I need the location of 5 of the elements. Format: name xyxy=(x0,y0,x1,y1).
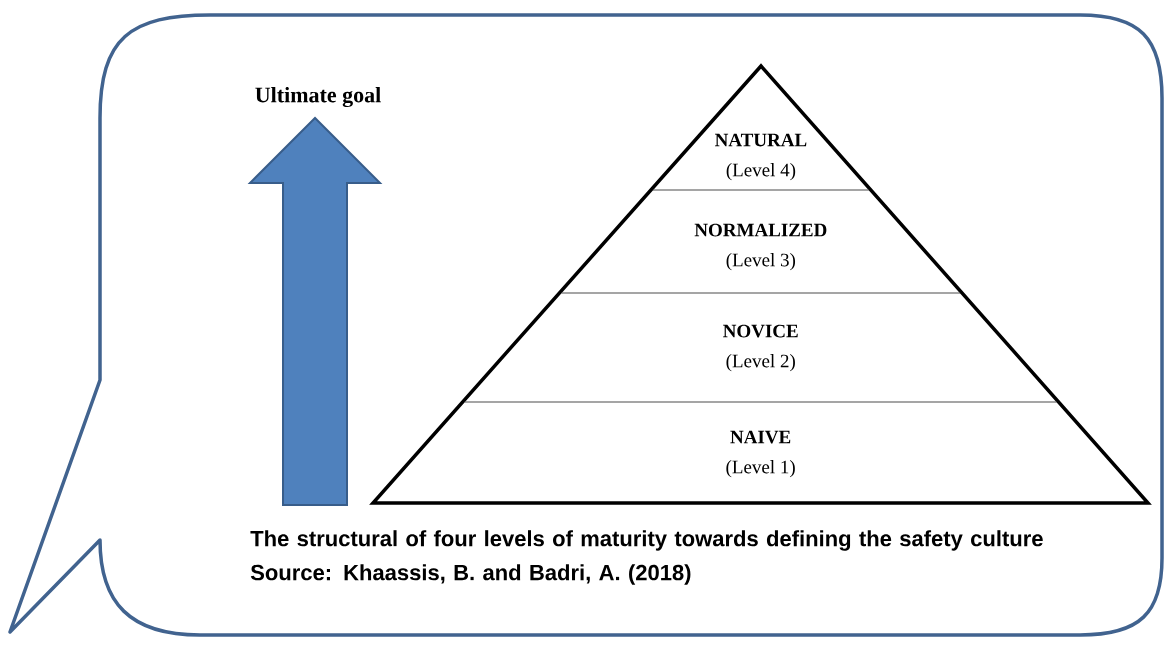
pyramid-level: NATURAL (Level 4) xyxy=(715,133,807,181)
pyramid-level: NOVICE (Level 2) xyxy=(723,324,798,372)
arrow-label: Ultimate goal xyxy=(255,86,381,108)
pyramid-level: NORMALIZED (Level 3) xyxy=(694,223,827,271)
pyramid-level: NAIVE (Level 1) xyxy=(726,430,795,478)
